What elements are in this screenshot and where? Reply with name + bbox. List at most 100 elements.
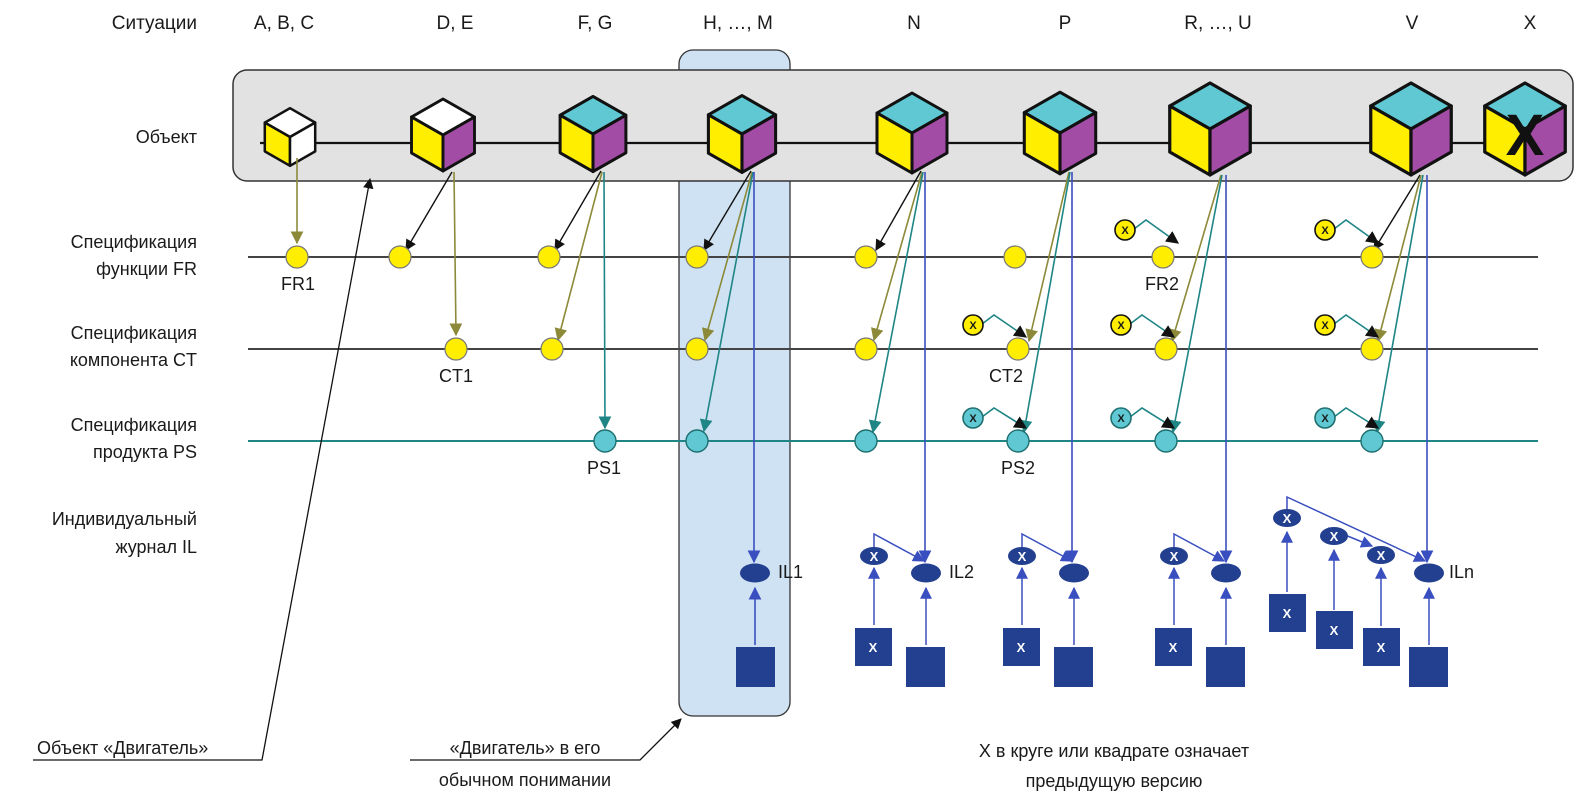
il-item-square <box>1054 647 1093 687</box>
engine-usual-text-2: обычном понимании <box>439 770 611 790</box>
il-prev-item-square <box>1155 628 1192 666</box>
il-prev-node <box>1160 547 1188 565</box>
il-prev-item-square <box>1363 628 1400 666</box>
ct-node <box>685 337 709 361</box>
fr-node <box>388 245 412 269</box>
ct-nodes <box>444 337 1384 361</box>
disposed-x-mark: X <box>1506 103 1545 168</box>
cube-v <box>1369 81 1453 177</box>
il-node <box>1059 563 1089 583</box>
ps-previous-versions: X X X <box>962 407 1336 429</box>
ps-prev-node-ru <box>1110 407 1132 429</box>
row-label-ps-1: Спецификация <box>71 415 197 435</box>
fr-node <box>1151 245 1175 269</box>
il-prev-node <box>1320 527 1348 545</box>
arrows-p <box>1019 171 1079 564</box>
svg-text:X: X <box>1117 320 1125 332</box>
cube-ru <box>1168 81 1252 177</box>
ct-node <box>1006 337 1030 361</box>
cube-hm <box>706 94 778 174</box>
ct-previous-versions: X X X <box>962 314 1336 336</box>
il-node <box>740 563 770 583</box>
fr-node <box>854 245 878 269</box>
ps-node <box>685 429 709 453</box>
row-label-il-2: журнал IL <box>115 537 197 557</box>
row-label-ct-1: Спецификация <box>71 323 197 343</box>
ct-node <box>540 337 564 361</box>
situation-label: F, G <box>578 13 613 34</box>
row-label-fr-1: Спецификация <box>71 232 197 252</box>
svg-text:X: X <box>1018 549 1027 564</box>
engine-usual-text-1: «Двигатель» в его <box>450 738 601 758</box>
arrows-fg <box>554 170 612 430</box>
il-node <box>1211 563 1241 583</box>
ps-prev-node-v <box>1314 407 1336 429</box>
svg-text:X: X <box>1330 623 1339 638</box>
label-il1: IL1 <box>778 562 803 582</box>
il-item-square <box>906 647 945 687</box>
cube-x-disposed <box>1483 81 1567 177</box>
row-label-ct-2: компонента CT <box>70 350 197 370</box>
ps-nodes <box>593 429 1384 453</box>
ps-node <box>854 429 878 453</box>
svg-text:X: X <box>869 640 878 655</box>
il-item-square <box>736 647 775 687</box>
ps-version-chains <box>981 407 1380 429</box>
svg-text:X: X <box>1330 529 1339 544</box>
fr-prev-node-ru <box>1114 219 1136 241</box>
arrows-n <box>868 170 932 564</box>
arrows-de <box>405 171 463 337</box>
ct-version-chains <box>981 314 1380 338</box>
situation-label: V <box>1406 13 1419 34</box>
ct-prev-node-ru <box>1110 314 1132 336</box>
svg-text:X: X <box>1169 640 1178 655</box>
label-ps2: PS2 <box>1001 458 1035 478</box>
row-label-fr-2: функции FR <box>96 259 197 279</box>
ps-node <box>1360 429 1384 453</box>
svg-text:X: X <box>969 413 977 425</box>
situation-label: P <box>1059 13 1072 34</box>
fr-prev-node-v <box>1314 219 1336 241</box>
engine-object-text: Объект «Двигатель» <box>37 738 208 758</box>
ps-node <box>1154 429 1178 453</box>
label-ps1: PS1 <box>587 458 621 478</box>
cube-abc <box>263 106 317 168</box>
svg-text:X: X <box>1377 640 1386 655</box>
il-prev-item-square <box>1316 611 1353 649</box>
situation-label: N <box>907 13 921 34</box>
row-labels: Ситуации Объект Спецификация функции FR … <box>52 13 197 557</box>
arrows-v <box>1372 174 1434 564</box>
fr-node <box>1360 245 1384 269</box>
annotation-engine-usual: «Двигатель» в его обычном понимании <box>410 718 682 790</box>
legend-text-1: X в круге или квадрате означает <box>979 741 1249 761</box>
label-fr2: FR2 <box>1145 274 1179 294</box>
il-prev-node <box>1273 509 1301 527</box>
il-group-v: X X X X X X <box>1269 495 1448 687</box>
ps-node <box>593 429 617 453</box>
ct-node <box>854 337 878 361</box>
legend-text-2: предыдущую версию <box>1026 771 1203 791</box>
annotation-engine-object: Объект «Двигатель» <box>33 177 374 761</box>
situation-label: X <box>1524 13 1537 34</box>
il-item-square <box>1409 647 1448 687</box>
il-prev-node <box>860 547 888 565</box>
svg-text:X: X <box>969 320 977 332</box>
cube-n <box>875 91 949 175</box>
il-prev-node <box>1367 546 1395 564</box>
il-prev-item-square <box>1003 628 1040 666</box>
label-fr1: FR1 <box>281 274 315 294</box>
il-node <box>911 563 941 583</box>
svg-text:X: X <box>1121 225 1129 237</box>
svg-text:X: X <box>1170 549 1179 564</box>
row-label-object: Объект <box>136 127 197 147</box>
svg-text:X: X <box>1321 225 1329 237</box>
cube-p <box>1022 90 1098 176</box>
svg-text:X: X <box>1283 606 1292 621</box>
svg-text:X: X <box>1321 320 1329 332</box>
ct-prev-node-p <box>962 314 984 336</box>
situations-header: Ситуации <box>112 13 197 34</box>
il-group-ru: X X <box>1155 532 1245 687</box>
situation-label: A, B, C <box>254 13 314 34</box>
situation-headers: A, B, C D, E F, G H, …, M N P R, …, U V … <box>254 13 1537 34</box>
